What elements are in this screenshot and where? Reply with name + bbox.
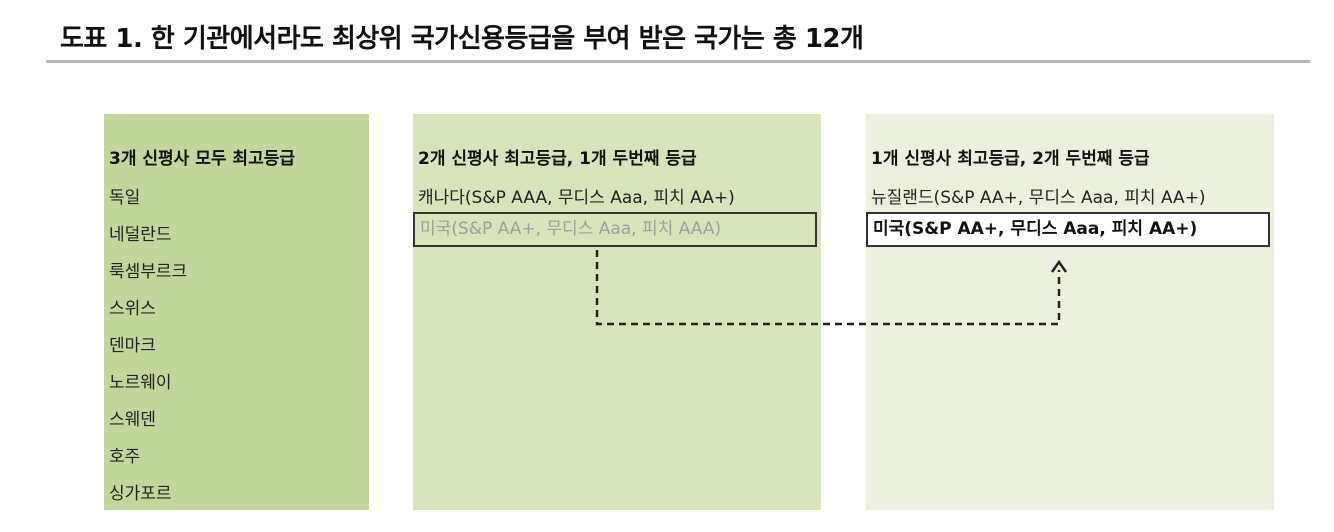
- column-two-top-one-second: 2개 신평사 최고등급, 1개 두번째 등급 캐나다(S&P AAA, 무디스 …: [413, 114, 821, 510]
- us-after-box: 미국(S&P AA+, 무디스 Aaa, 피치 AA+): [866, 212, 1270, 247]
- list-item: 캐나다(S&P AAA, 무디스 Aaa, 피치 AA+): [418, 188, 735, 208]
- column-top-rated-all: 3개 신평사 모두 최고등급 독일 네덜란드 룩셈부르크 스위스 덴마크 노르웨…: [104, 114, 369, 510]
- column-header: 1개 신평사 최고등급, 2개 두번째 등급: [871, 149, 1150, 169]
- page-title: 도표 1. 한 기관에서라도 최상위 국가신용등급을 부여 받은 국가는 총 1…: [60, 24, 864, 54]
- list-item: 스위스: [109, 299, 156, 319]
- list-item: 네덜란드: [109, 225, 172, 245]
- title-divider: [46, 60, 1310, 63]
- list-item: 독일: [109, 188, 141, 208]
- list-item: 스웨덴: [109, 410, 156, 430]
- list-item: 노르웨이: [109, 373, 172, 393]
- list-item: 룩셈부르크: [109, 262, 188, 282]
- column-header: 2개 신평사 최고등급, 1개 두번째 등급: [418, 149, 697, 169]
- list-item: 호주: [109, 447, 141, 467]
- column-header: 3개 신평사 모두 최고등급: [109, 149, 295, 169]
- list-item: 뉴질랜드(S&P AA+, 무디스 Aaa, 피치 AA+): [871, 188, 1206, 208]
- column-one-top-two-second: 1개 신평사 최고등급, 2개 두번째 등급 뉴질랜드(S&P AA+, 무디스…: [866, 114, 1274, 510]
- us-before-box: 미국(S&P AA+, 무디스 Aaa, 피치 AAA): [413, 212, 817, 247]
- list-item: 덴마크: [109, 336, 156, 356]
- list-item: 싱가포르: [109, 484, 172, 504]
